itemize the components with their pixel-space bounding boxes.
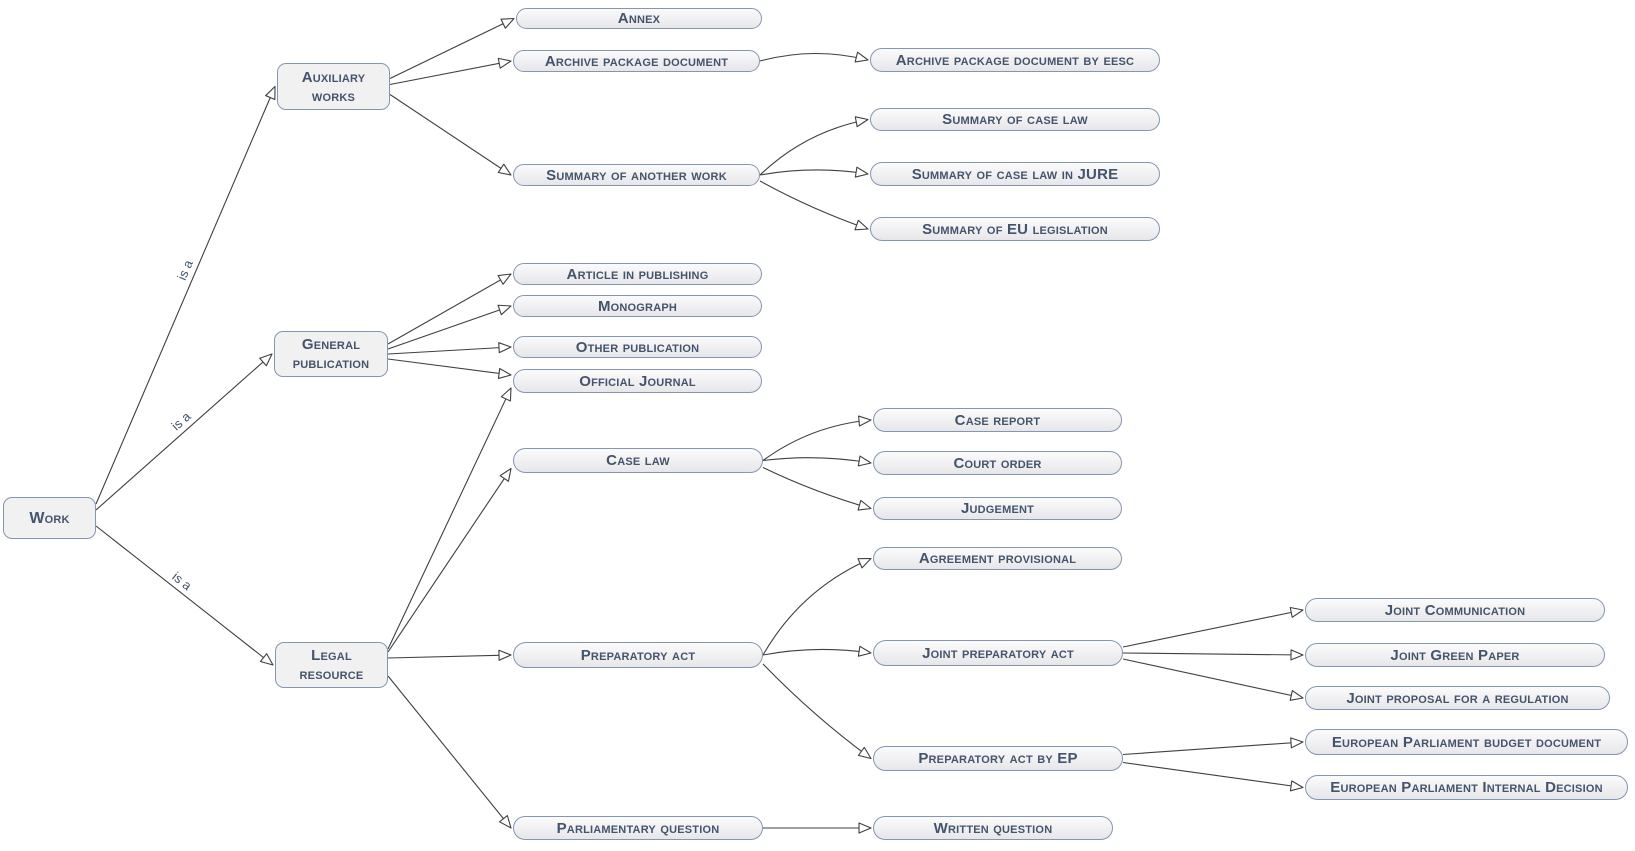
node-official_journal: Official Journal xyxy=(513,369,762,393)
node-label: Judgement xyxy=(960,500,1035,517)
node-label: Other publication xyxy=(575,338,700,356)
edge-joint_prep-joint_green xyxy=(1122,649,1304,661)
edge-prep_act-prep_ep xyxy=(762,663,872,760)
edge-case_law-case_report xyxy=(762,415,872,461)
node-annex: Annex xyxy=(516,8,762,29)
node-label: Auxiliary works xyxy=(301,68,366,105)
edge-prep_act-joint_prep xyxy=(762,645,872,657)
node-lr: Legal resource xyxy=(275,642,388,688)
node-label: Case law xyxy=(606,452,670,469)
edge-aux-archive_pkg xyxy=(389,57,512,86)
node-label: Legal resource xyxy=(299,647,364,683)
edge-work-gp xyxy=(95,353,273,511)
node-label: Joint Green Paper xyxy=(1390,646,1520,664)
node-case_report: Case report xyxy=(873,408,1122,432)
node-sum_case_law: Summary of case law xyxy=(870,108,1160,131)
edge-aux-summary_another xyxy=(389,94,512,176)
node-label: Joint proposal for a regulation xyxy=(1346,689,1569,707)
edge-joint_prep-joint_prop xyxy=(1122,658,1304,701)
node-written_q: Written question xyxy=(873,816,1113,840)
node-label: Preparatory act xyxy=(580,646,696,664)
node-label: Summary of case law xyxy=(942,111,1088,128)
edge-summary_another-sum_jure xyxy=(759,166,869,178)
node-aux: Auxiliary works xyxy=(277,63,390,110)
edge-case_law-judgement xyxy=(762,467,872,511)
edge-work-aux xyxy=(95,85,276,505)
node-label: European Parliament budget document xyxy=(1331,733,1602,751)
node-label: Joint Communication xyxy=(1384,601,1526,619)
node-work: Work xyxy=(3,497,96,539)
edge-summary_another-sum_case_law xyxy=(759,116,869,176)
edge-gp-article_pub xyxy=(387,273,512,345)
node-label: Joint preparatory act xyxy=(922,644,1074,662)
node-summary_another: Summary of another work xyxy=(513,164,760,186)
edge-lr-case_law xyxy=(387,467,512,653)
node-archive_eesc: Archive package document by eesc xyxy=(870,48,1160,72)
node-joint_prep: Joint preparatory act xyxy=(873,640,1123,666)
edge-summary_another-sum_eu xyxy=(759,180,869,231)
node-label: Agreement provisional xyxy=(918,550,1077,567)
node-article_pub: Article in publishing xyxy=(513,263,762,285)
node-label: General publication xyxy=(292,336,370,372)
node-label: Summary of another work xyxy=(546,166,727,184)
node-label: Written question xyxy=(933,819,1053,837)
node-ep_internal: European Parliament Internal Decision xyxy=(1305,775,1628,800)
node-label: Case report xyxy=(954,411,1041,429)
node-label: Work xyxy=(29,509,70,527)
edge-gp-monograph xyxy=(387,304,512,350)
node-joint_green: Joint Green Paper xyxy=(1305,643,1605,667)
edge-lr-prep_act xyxy=(387,649,512,661)
node-label: Court order xyxy=(953,454,1042,472)
edge-joint_prep-joint_comm xyxy=(1122,606,1304,648)
node-label: Article in publishing xyxy=(566,265,709,283)
node-joint_prop: Joint proposal for a regulation xyxy=(1305,686,1610,710)
edge-prep_ep-ep_internal xyxy=(1122,761,1304,792)
node-sum_eu: Summary of EU legislation xyxy=(870,217,1160,241)
node-judgement: Judgement xyxy=(873,497,1122,520)
node-label: Annex xyxy=(617,10,661,27)
edge-gp-other_pub xyxy=(387,342,512,355)
edge-archive_pkg-archive_eesc xyxy=(759,51,869,63)
node-prep_ep: Preparatory act by EP xyxy=(873,746,1123,771)
edge-lr-official_journal xyxy=(387,387,512,650)
node-label: Parliamentary question xyxy=(556,819,720,837)
node-parl_q: Parliamentary question xyxy=(513,816,763,840)
node-case_law: Case law xyxy=(513,448,763,473)
node-joint_comm: Joint Communication xyxy=(1305,598,1605,622)
edge-prep_ep-ep_budget xyxy=(1122,737,1304,756)
node-other_pub: Other publication xyxy=(513,336,762,358)
edge-work-lr xyxy=(95,525,274,666)
node-agreement_prov: Agreement provisional xyxy=(873,547,1122,570)
node-court_order: Court order xyxy=(873,451,1122,475)
edge-aux-annex xyxy=(389,17,515,79)
node-prep_act: Preparatory act xyxy=(513,642,763,668)
node-archive_pkg: Archive package document xyxy=(513,50,760,72)
edge-gp-official_journal xyxy=(387,358,512,379)
node-label: Summary of EU legislation xyxy=(922,220,1108,238)
node-label: European Parliament Internal Decision xyxy=(1330,779,1603,796)
edge-prep_act-agreement_prov xyxy=(762,557,872,656)
node-monograph: Monograph xyxy=(513,295,762,317)
edge-case_law-court_order xyxy=(762,455,872,467)
node-label: Official Journal xyxy=(579,372,696,390)
node-ep_budget: European Parliament budget document xyxy=(1305,729,1628,755)
node-label: Monograph xyxy=(597,297,678,315)
node-label: Preparatory act by EP xyxy=(918,750,1078,767)
node-label: Archive package document xyxy=(544,52,729,70)
edge-lr-parl_q xyxy=(387,675,512,829)
node-label: Summary of case law in JURE xyxy=(911,165,1119,183)
node-sum_jure: Summary of case law in JURE xyxy=(870,162,1160,186)
node-gp: General publication xyxy=(274,331,388,377)
node-label: Archive package document by eesc xyxy=(895,51,1135,69)
